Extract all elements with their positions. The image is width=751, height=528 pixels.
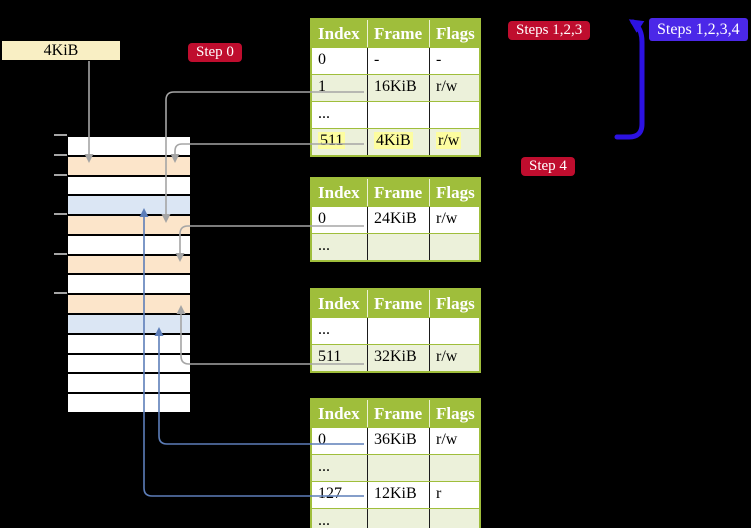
- memory-column: [68, 135, 190, 414]
- cell-flags: [429, 455, 479, 481]
- page-table-level4: Index Frame Flags 0 - - 1 16KiB r/w ... …: [310, 18, 481, 157]
- memory-row-7: [68, 275, 190, 296]
- cell-flags: r/w: [429, 345, 479, 371]
- cell-index: 127: [318, 485, 342, 502]
- address-tick: [54, 252, 67, 255]
- header-frame: Frame: [367, 400, 429, 427]
- cell-index: ...: [318, 512, 330, 528]
- highlighted-value: r/w: [436, 132, 462, 149]
- memory-row-5: [68, 235, 190, 256]
- table-header: Index Frame Flags: [312, 400, 479, 427]
- memory-row-11: [68, 354, 190, 375]
- cell-frame: 24KiB: [367, 207, 429, 233]
- cell-index: 511: [318, 348, 342, 365]
- memory-row-2: [68, 176, 190, 197]
- highlighted-value: 4KiB: [374, 132, 413, 149]
- cell-index: ...: [318, 321, 330, 338]
- cell-frame: [367, 318, 429, 344]
- steps1234-badge: Steps 1,2,3,4: [649, 18, 748, 41]
- cell-frame: 12KiB: [367, 482, 429, 508]
- address-tick: [54, 134, 67, 136]
- table-row-recursive-entry: 511 4KiB r/w: [312, 128, 479, 155]
- address-tick: [54, 213, 67, 216]
- highlighted-value: 511: [318, 132, 346, 149]
- cell-frame: [367, 234, 429, 260]
- memory-row-0: [68, 137, 190, 157]
- header-frame: Frame: [367, 179, 429, 206]
- cell-flags: [429, 318, 479, 344]
- header-index: Index: [318, 404, 360, 423]
- header-index: Index: [318, 294, 360, 313]
- memory-row-9: [68, 315, 190, 335]
- table-row: 0 - -: [312, 47, 479, 74]
- frame-size-label: 4KiB: [2, 41, 120, 60]
- cell-index: 1: [318, 78, 326, 95]
- cell-flags: [429, 102, 479, 128]
- table-row: 0 24KiB r/w: [312, 206, 479, 233]
- memory-row-6: [68, 255, 190, 276]
- cell-frame: 16KiB: [367, 75, 429, 101]
- table-header: Index Frame Flags: [312, 179, 479, 206]
- page-table-level2: Index Frame Flags ... 511 32KiB r/w: [310, 288, 481, 373]
- cell-flags: r/w: [429, 75, 479, 101]
- cell-index: ...: [318, 105, 330, 122]
- cell-frame: [367, 455, 429, 481]
- header-frame: Frame: [367, 20, 429, 47]
- cell-frame: [367, 102, 429, 128]
- cell-flags: [429, 234, 479, 260]
- recursive-loop-arrow: [614, 19, 645, 140]
- steps123-badge: Steps 1,2,3: [508, 21, 591, 40]
- memory-row-3: [68, 196, 190, 217]
- cell-frame: 32KiB: [367, 345, 429, 371]
- memory-row-12: [68, 374, 190, 395]
- address-tick: [54, 153, 67, 156]
- cell-flags: -: [429, 48, 479, 74]
- table-header: Index Frame Flags: [312, 290, 479, 317]
- page-table-level1: Index Frame Flags 0 36KiB r/w ... 127 12…: [310, 398, 481, 528]
- cell-frame: 4KiB: [367, 129, 429, 155]
- cell-index: ...: [318, 237, 330, 254]
- cell-frame: [367, 509, 429, 528]
- header-flags: Flags: [429, 400, 479, 427]
- address-tick: [54, 173, 67, 176]
- page-table-level3: Index Frame Flags 0 24KiB r/w ...: [310, 177, 481, 262]
- step0-badge: Step 0: [188, 43, 242, 62]
- table-row: ...: [312, 317, 479, 344]
- memory-row-13: [68, 394, 190, 414]
- memory-row-4: [68, 216, 190, 236]
- table-row: ...: [312, 454, 479, 481]
- cell-index: 511: [312, 129, 367, 155]
- cell-index: ...: [318, 458, 330, 475]
- cell-flags: r/w: [429, 428, 479, 454]
- cell-index: 0: [318, 210, 326, 227]
- table-row: ...: [312, 101, 479, 128]
- header-frame: Frame: [367, 290, 429, 317]
- cell-flags: r/w: [429, 129, 479, 155]
- header-index: Index: [318, 24, 360, 43]
- table-row: 0 36KiB r/w: [312, 427, 479, 454]
- header-flags: Flags: [429, 20, 479, 47]
- header-flags: Flags: [429, 290, 479, 317]
- step4-badge: Step 4: [521, 157, 575, 176]
- cell-flags: r: [429, 482, 479, 508]
- table-row: ...: [312, 508, 479, 528]
- header-index: Index: [318, 183, 360, 202]
- memory-row-8: [68, 295, 190, 316]
- table-row: 1 16KiB r/w: [312, 74, 479, 101]
- cell-index: 0: [318, 51, 326, 68]
- memory-row-1: [68, 156, 190, 177]
- address-tick: [54, 292, 67, 295]
- header-flags: Flags: [429, 179, 479, 206]
- cell-index: 0: [318, 431, 326, 448]
- cell-flags: [429, 509, 479, 528]
- table-header: Index Frame Flags: [312, 20, 479, 47]
- table-row: 127 12KiB r: [312, 481, 479, 508]
- cell-frame: -: [367, 48, 429, 74]
- table-row: ...: [312, 233, 479, 260]
- cell-frame: 36KiB: [367, 428, 429, 454]
- cell-flags: r/w: [429, 207, 479, 233]
- memory-row-10: [68, 334, 190, 355]
- table-row: 511 32KiB r/w: [312, 344, 479, 371]
